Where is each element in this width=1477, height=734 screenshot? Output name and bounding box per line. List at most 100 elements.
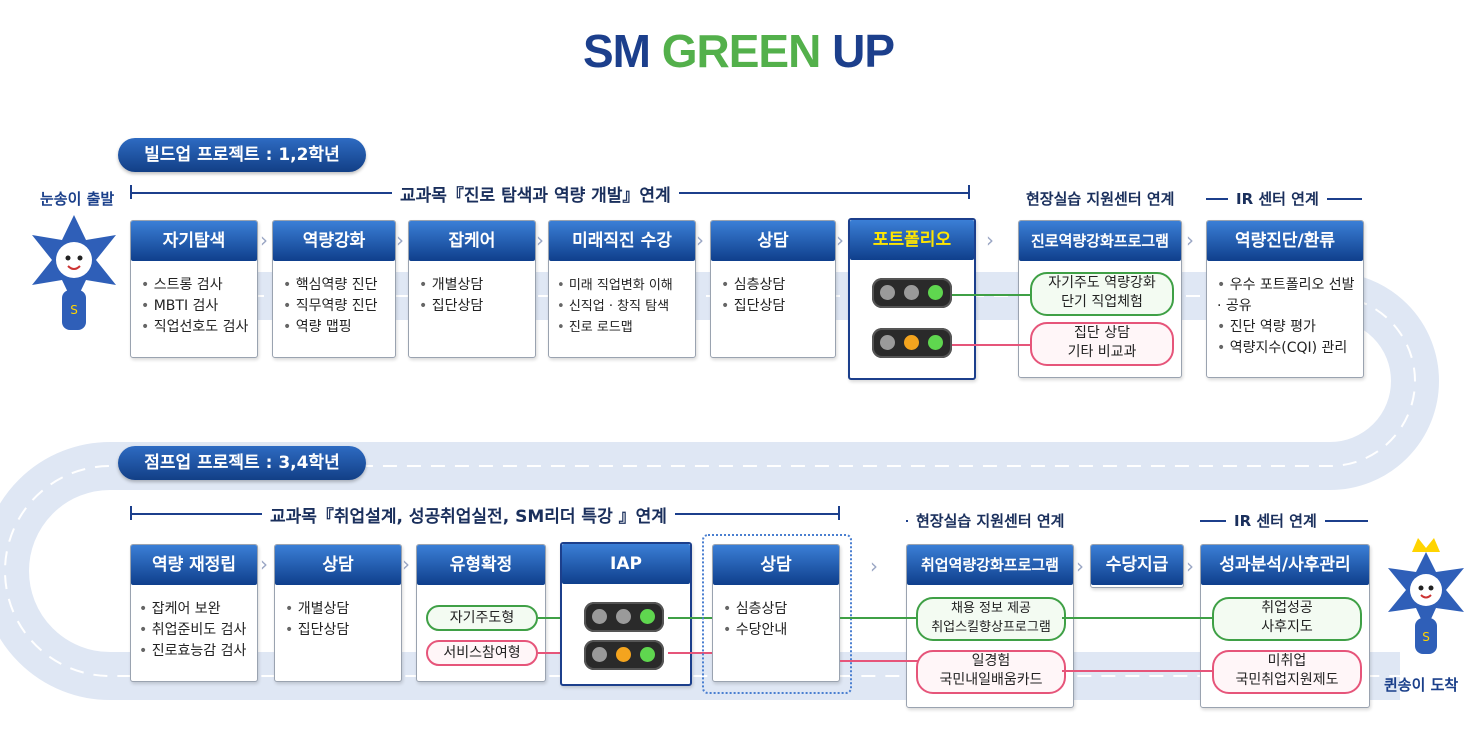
card-competency: 역량강화 핵심역량 진단 직무역량 진단 역량 맵핑 (272, 220, 396, 358)
pill-line: 자기주도 역량강화 (1048, 275, 1156, 291)
portfolio-head: 포트폴리오 (850, 220, 974, 260)
pink-connector (840, 660, 920, 662)
card-ir-diagnosis: 역량진단/환류 우수 포트폴리오 선발 · 공유 진단 역량 평가 역량지수(C… (1206, 220, 1364, 378)
program-head: 취업역량강화프로그램 (907, 545, 1073, 585)
phase1-ir-title: IR 센터 연계 (1228, 188, 1327, 209)
chevron-right-icon: › (260, 228, 268, 252)
green-connector (840, 617, 920, 619)
list-item: 역량지수(CQI) 관리 (1217, 338, 1359, 359)
card-head: 자기탐색 (131, 221, 257, 261)
chevron-right-icon: › (986, 228, 994, 252)
phase1-field-title: 현장실습 지원센터 연계 (1018, 188, 1183, 209)
card-head: 상담 (711, 221, 835, 261)
phase2-badge: 점프업 프로젝트 : 3,4학년 (118, 446, 366, 480)
card-head: 역량 재정립 (131, 545, 257, 585)
pill-line: 취업성공 (1261, 600, 1313, 616)
traffic-light-orange-icon (872, 328, 952, 358)
list-item: 잡케어 보완 (139, 599, 257, 620)
pill-line: 국민내일배움카드 (939, 672, 1043, 688)
tick (838, 506, 840, 520)
chevron-right-icon: › (396, 228, 404, 252)
list-item: 집단상담 (285, 620, 401, 641)
ir-head: 성과분석/사후관리 (1201, 545, 1369, 585)
pill-line: 일경험 (971, 653, 1011, 669)
pink-connector (952, 344, 1032, 346)
chevron-right-icon: › (1186, 554, 1194, 578)
list-item: 취업준비도 검사 (139, 620, 257, 641)
card-jobcare: 잡케어 개별상담 집단상담 (408, 220, 536, 358)
list-item: 심층상담 (723, 599, 839, 620)
list-item: 진로효능감 검사 (139, 641, 257, 662)
pill-line: 사후지도 (1261, 619, 1313, 635)
card-redefine: 역량 재정립 잡케어 보완 취업준비도 검사 진로효능감 검사 (130, 544, 258, 682)
chevron-right-icon: › (870, 554, 878, 578)
list-item: 개별상담 (285, 599, 401, 620)
logo-up: UP (832, 25, 895, 77)
phase2-ir-title: IR 센터 연계 (1226, 510, 1325, 531)
list-item: 진단 역량 평가 (1217, 317, 1359, 338)
chevron-right-icon: › (260, 552, 268, 576)
list-item: MBTI 검사 (141, 296, 257, 317)
card-head: 역량강화 (273, 221, 395, 261)
phase2-field-title: 현장실습 지원센터 연계 (908, 510, 1073, 531)
pill-line: 미취업 (1267, 653, 1307, 669)
list-item: 집단상담 (721, 296, 835, 317)
snowflake-mascot-icon: S (32, 215, 116, 330)
pink-connector (538, 652, 562, 654)
green-connector (952, 294, 1032, 296)
pill-employed: 취업성공 사후지도 (1212, 597, 1362, 641)
phase1-curriculum-title: 교과목『진로 탐색과 역량 개발』연계 (392, 181, 679, 206)
pink-connector (1062, 670, 1214, 672)
phase2-curriculum-title: 교과목『취업설계, 성공취업실전, SM리더 특강 』연계 (262, 502, 675, 527)
green-connector (538, 617, 562, 619)
iap-head: IAP (562, 544, 690, 584)
pill-work-experience: 일경험 국민내일배움카드 (916, 650, 1066, 694)
list-item: 개별상담 (419, 275, 535, 296)
card-future: 미래직진 수강 미래 직업변화 이해 신직업 · 창직 탐색 진로 로드맵 (548, 220, 696, 358)
card-head: 상담 (275, 545, 401, 585)
list-item: 역량 맵핑 (283, 317, 395, 338)
green-connector (1062, 617, 1214, 619)
pill-recruit-info: 채용 정보 제공 취업스킬향상프로그램 (916, 597, 1066, 641)
pill-line: 집단 상담 (1074, 325, 1130, 341)
pill-service-type: 서비스참여형 (426, 640, 538, 666)
list-item: 직무역량 진단 (283, 296, 395, 317)
pill-self-directed: 자기주도 역량강화 단기 직업체험 (1030, 272, 1174, 316)
card-counsel: 상담 심층상담 집단상담 (710, 220, 836, 358)
chevron-right-icon: › (696, 228, 704, 252)
chevron-right-icon: › (836, 228, 844, 252)
allowance-head: 수당지급 (1091, 545, 1183, 585)
pill-self-type: 자기주도형 (426, 605, 538, 631)
program-head: 진로역량강화프로그램 (1019, 221, 1181, 261)
list-item: 수당안내 (723, 620, 839, 641)
end-label: 퀸송이 도착 (1384, 676, 1459, 694)
card-head: 유형확정 (417, 545, 545, 585)
pill-unemployed: 미취업 국민취업지원제도 (1212, 650, 1362, 694)
card-counsel-2: 상담 개별상담 집단상담 (274, 544, 402, 682)
card-head: 잡케어 (409, 221, 535, 261)
chevron-right-icon: › (1076, 554, 1084, 578)
card-self-exploration: 자기탐색 스트롱 검사 MBTI 검사 직업선호도 검사 (130, 220, 258, 358)
list-item: 핵심역량 진단 (283, 275, 395, 296)
svg-text:S: S (70, 303, 78, 317)
card-head: 미래직진 수강 (549, 221, 695, 261)
ir-head: 역량진단/환류 (1207, 221, 1363, 261)
logo: SM GREEN UP (0, 24, 1477, 78)
traffic-light-green-icon (584, 602, 664, 632)
list-item: 진로 로드맵 (557, 317, 695, 338)
list-item: 직업선호도 검사 (141, 317, 257, 338)
traffic-light-orange-icon (584, 640, 664, 670)
pill-line: 기타 비교과 (1067, 344, 1137, 360)
pill-line: 취업스킬향상프로그램 (931, 620, 1051, 635)
card-counsel-3: 상담 심층상담 수당안내 (712, 544, 840, 682)
pill-line: 단기 직업체험 (1061, 294, 1143, 310)
card-iap: IAP (560, 542, 692, 686)
tick (968, 185, 970, 199)
tick (130, 185, 132, 199)
traffic-light-green-icon (872, 278, 952, 308)
list-item: 우수 포트폴리오 선발 · 공유 (1217, 275, 1359, 317)
list-item: 미래 직업변화 이해 (557, 275, 695, 296)
pill-line: 국민취업지원제도 (1235, 672, 1339, 688)
card-allowance: 수당지급 (1090, 544, 1184, 588)
